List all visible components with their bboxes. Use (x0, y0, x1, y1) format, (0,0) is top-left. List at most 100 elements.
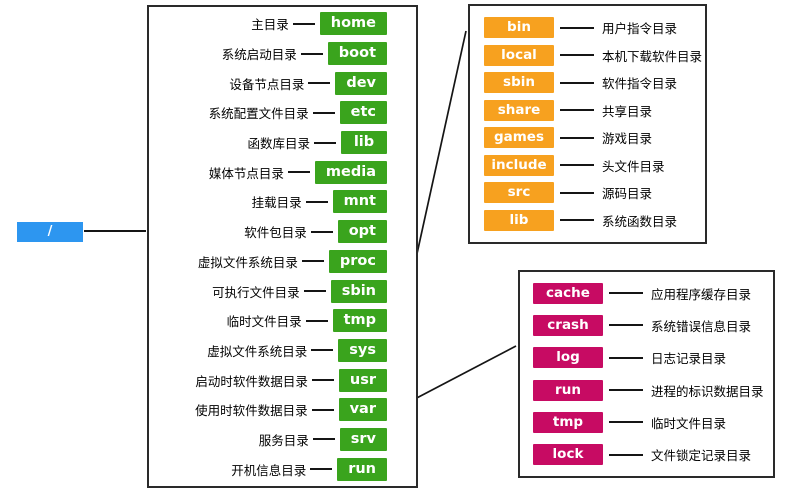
main-directory-panel: 主目录 home 系统启动目录 boot 设备节点目录 dev 系统配置文件目录… (147, 5, 418, 488)
dir-chip-var: var (338, 398, 387, 422)
usr-subdirectory-panel: bin 用户指令目录 local 本机下载软件目录 sbin 软件指令目录 sh… (468, 4, 707, 244)
dir-desc: 进程的标识数据目录 (651, 383, 764, 399)
connector-tick (311, 349, 334, 352)
dir-desc: 软件包目录 (244, 225, 307, 241)
connector-tick (308, 82, 331, 85)
main-row: 软件包目录 opt (157, 217, 387, 247)
dir-chip-tmp: tmp (332, 309, 387, 333)
dir-desc: 挂载目录 (251, 195, 302, 211)
dir-desc: 游戏目录 (602, 131, 653, 147)
connector-tick (609, 356, 643, 359)
dir-chip-mnt: mnt (332, 190, 387, 214)
var-row: tmp 临时文件目录 (533, 406, 769, 438)
dir-desc: 函数库目录 (247, 136, 310, 152)
dir-chip-sys: sys (338, 338, 387, 362)
usr-chip-include: include (484, 154, 554, 176)
connector-tick (609, 421, 643, 424)
main-row: 开机信息目录 run (157, 454, 387, 484)
dir-desc: 文件锁定记录目录 (651, 448, 752, 464)
dir-desc: 共享目录 (602, 103, 653, 119)
var-row: log 日志记录目录 (533, 342, 769, 374)
usr-row: games 游戏目录 (484, 124, 701, 152)
var-row: crash 系统错误信息目录 (533, 309, 769, 341)
dir-desc: 临时文件目录 (651, 415, 727, 431)
main-row: 函数库目录 lib (157, 128, 387, 158)
dir-chip-proc: proc (328, 249, 387, 273)
var-row: cache 应用程序缓存目录 (533, 277, 769, 309)
main-row: 启动时软件数据目录 usr (157, 365, 387, 395)
connector-tick (312, 438, 335, 441)
root-directory-chip: / (17, 222, 83, 242)
connector-tick (311, 408, 334, 411)
dir-desc: 可执行文件目录 (212, 284, 300, 300)
usr-chip-src: src (484, 182, 554, 204)
dir-chip-sbin: sbin (330, 279, 387, 303)
var-subdirectory-panel: cache 应用程序缓存目录 crash 系统错误信息目录 log 日志记录目录… (518, 270, 775, 478)
usr-chip-bin: bin (484, 17, 554, 39)
dir-desc: 设备节点目录 (229, 76, 305, 92)
dir-desc: 媒体节点目录 (208, 165, 284, 181)
usr-chip-games: games (484, 127, 554, 149)
usr-chip-lib: lib (484, 209, 554, 231)
connector-tick (609, 389, 643, 392)
dir-chip-home: home (319, 12, 387, 36)
var-chip-run: run (533, 379, 603, 401)
dir-desc: 系统错误信息目录 (651, 318, 752, 334)
connector-tick (305, 319, 328, 322)
dir-chip-srv: srv (339, 427, 387, 451)
connector-tick (609, 324, 643, 327)
dir-desc: 源码目录 (602, 186, 653, 202)
dir-desc: 临时文件目录 (226, 314, 302, 330)
connector-tick (300, 52, 323, 55)
main-row: 可执行文件目录 sbin (157, 276, 387, 306)
dir-desc: 本机下载软件目录 (602, 48, 703, 64)
connector-tick (292, 22, 315, 25)
main-row: 主目录 home (157, 9, 387, 39)
usr-row: lib 系统函数目录 (484, 207, 701, 235)
dir-desc: 虚拟文件系统目录 (197, 254, 298, 270)
var-row: lock 文件锁定记录目录 (533, 439, 769, 471)
connector-tick (560, 54, 594, 57)
dir-desc: 软件指令目录 (602, 76, 678, 92)
dir-desc: 启动时软件数据目录 (195, 373, 308, 389)
dir-chip-opt: opt (337, 220, 387, 244)
dir-chip-boot: boot (327, 42, 387, 66)
connector-tick (560, 26, 594, 29)
usr-row: include 头文件目录 (484, 152, 701, 180)
dir-desc: 头文件目录 (602, 158, 665, 174)
dir-chip-lib: lib (341, 131, 387, 155)
main-row: 系统配置文件目录 etc (157, 98, 387, 128)
connector-tick (301, 260, 324, 263)
dir-desc: 应用程序缓存目录 (651, 286, 752, 302)
connector-tick (609, 453, 643, 456)
var-chip-tmp: tmp (533, 411, 603, 433)
var-row: run 进程的标识数据目录 (533, 374, 769, 406)
usr-chip-local: local (484, 44, 554, 66)
main-row: 使用时软件数据目录 var (157, 395, 387, 425)
connector-tick (303, 290, 326, 293)
dir-desc: 开机信息目录 (231, 462, 307, 478)
dir-desc: 服务目录 (258, 432, 309, 448)
dir-desc: 主目录 (251, 17, 289, 33)
usr-row: src 源码目录 (484, 179, 701, 207)
main-row: 设备节点目录 dev (157, 68, 387, 98)
main-row: 挂载目录 mnt (157, 187, 387, 217)
connector-tick (311, 379, 334, 382)
usr-chip-sbin: sbin (484, 72, 554, 94)
dir-chip-usr: usr (338, 368, 387, 392)
connector-tick (560, 219, 594, 222)
var-chip-log: log (533, 347, 603, 369)
dir-desc: 系统启动目录 (221, 47, 297, 63)
main-row: 服务目录 srv (157, 425, 387, 455)
connector-tick (312, 111, 335, 114)
connector-tick (314, 141, 336, 144)
connector-tick (305, 200, 328, 203)
var-chip-cache: cache (533, 282, 603, 304)
usr-row: local 本机下载软件目录 (484, 42, 703, 70)
connector-tick (310, 230, 333, 233)
main-row: 虚拟文件系统目录 proc (157, 247, 387, 277)
dir-desc: 系统配置文件目录 (208, 106, 309, 122)
connector-tick (560, 81, 594, 84)
connector-tick (287, 171, 310, 174)
